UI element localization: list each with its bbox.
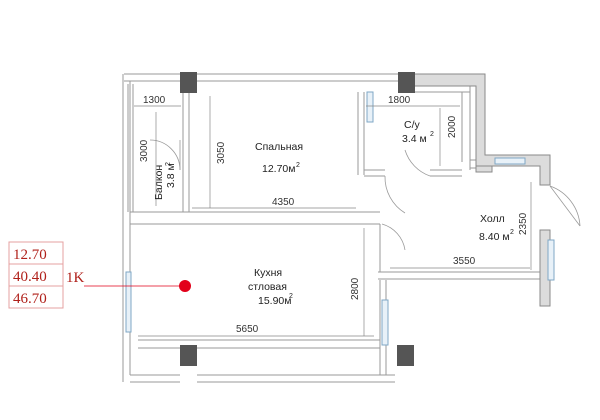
dim-balcony-width: 1300 (143, 95, 166, 106)
dim-bedroom-height: 3050 (216, 141, 227, 164)
bathroom-name: С/у (404, 119, 421, 131)
dim-balcony-height: 3000 (139, 139, 150, 162)
dim-kitchen-height: 2800 (350, 277, 361, 300)
summary-full-area: 46.70 (13, 291, 47, 307)
dimension-lines (134, 96, 532, 337)
kitchen-area-sup: 2 (289, 293, 293, 300)
summary-frame (8, 241, 64, 309)
bedroom-name: Спальная (255, 141, 303, 153)
bedroom-area-sup: 2 (296, 162, 300, 169)
location-marker-dot (179, 280, 191, 292)
room-bathroom: С/у 3.4 м 2 (402, 119, 434, 145)
dim-hall-height: 2350 (518, 212, 529, 235)
dim-bathroom-width: 1800 (388, 95, 411, 106)
kitchen-area: 15.90м (258, 295, 292, 307)
room-hall: Холл 8.40 м 2 (479, 213, 514, 243)
balcony-area: 3.8 м (165, 163, 177, 188)
dim-bathroom-height: 2000 (447, 115, 458, 138)
dim-hall-width: 3550 (453, 256, 476, 267)
balcony-name: Балкон (153, 165, 165, 200)
dim-bedroom-width: 4350 (272, 197, 295, 208)
hall-area-sup: 2 (510, 229, 514, 236)
kitchen-name-line2: стловая (248, 281, 287, 293)
hall-area: 8.40 м (479, 231, 510, 243)
area-summary-box: 12.70 40.40 46.70 1K (8, 241, 85, 309)
exterior-walls-hatched (399, 73, 551, 307)
hall-name: Холл (480, 213, 505, 225)
bathroom-area-sup: 2 (430, 131, 434, 138)
doors (149, 139, 581, 251)
dim-kitchen-width: 5650 (236, 324, 259, 335)
room-kitchen: Кухня стловая 15.90м 2 (248, 267, 293, 307)
apartment-type-label: 1K (66, 270, 85, 286)
room-balcony: Балкон 3.8 м 2 (153, 162, 177, 200)
windows (125, 91, 555, 346)
summary-living-area: 12.70 (13, 247, 47, 263)
balcony-area-sup: 2 (165, 162, 172, 166)
room-bedroom: Спальная 12.70м 2 (255, 141, 303, 175)
bedroom-area: 12.70м (262, 163, 296, 175)
summary-total-area: 40.40 (13, 269, 47, 285)
kitchen-name-line1: Кухня (254, 267, 282, 279)
columns (180, 72, 415, 366)
bathroom-area: 3.4 м (402, 133, 427, 145)
